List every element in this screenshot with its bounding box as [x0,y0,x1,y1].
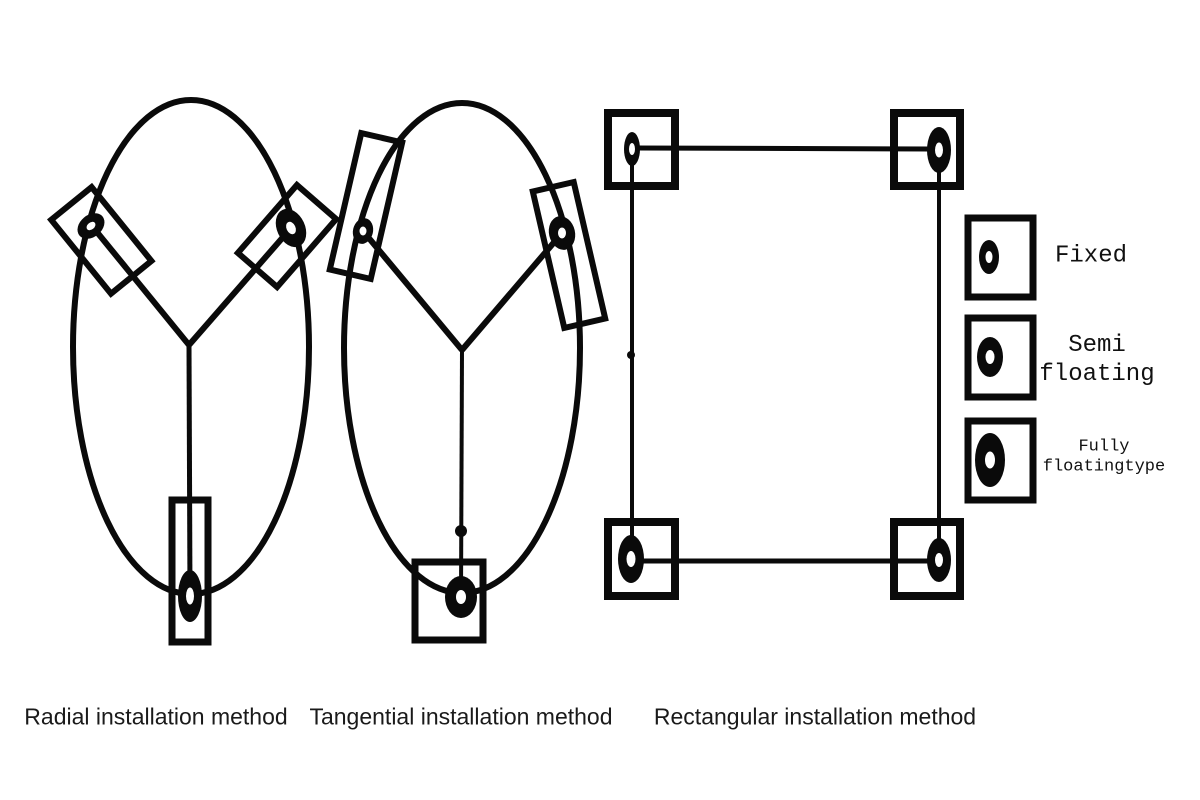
rect-bearing-hole-bottom-right-icon [927,538,951,582]
legend-box-semi-floating [964,314,1037,401]
rect-bearing-hole-top-left-icon [624,132,640,166]
tangential-balance-dot [455,525,467,537]
rect-mount-plate-bottom-left [604,518,679,600]
rect-mount-plate-top-left [604,109,679,190]
radial-spoke-upper-right [186,226,294,347]
legend-label-fixed: Fixed [1054,242,1127,270]
caption-radial-method: Radial installation method [24,703,288,730]
radial-bearing-hole-bottom-icon [178,570,202,622]
tangential-spoke-bottom [459,349,464,599]
tangential-mount-plate-upper-right [529,178,609,332]
radial-bearing-hole-upper-right-icon [275,208,307,248]
rect-connector-top [635,145,931,152]
medium-bearing-donut-icon [977,337,1003,377]
legend-box-fixed [964,214,1037,301]
rect-mount-plate-bottom-right [890,518,964,600]
caption-tangential-method: Tangential installation method [309,703,613,730]
radial-mount-plate-bottom [168,496,212,646]
radial-installation-diagram [46,97,341,646]
radial-mount-plate-upper-left [46,182,156,298]
radial-spoke-upper-left [89,224,192,347]
rect-left-line-dot [627,351,635,359]
rect-mount-plate-top-right [890,109,964,190]
tangential-mount-plate-upper-left [326,129,406,283]
legend-label-fully-floating: Fully floatingtype [1042,437,1166,477]
tangential-bearing-hole-bottom-icon [445,576,477,618]
tangential-bearing-hole-upper-right-icon [548,216,576,250]
legend-symbols [964,214,1037,504]
legend-box-fully-floating [964,417,1037,504]
tangential-mount-plate-bottom [411,558,487,644]
rect-bearing-hole-top-right-icon [927,127,951,173]
large-bearing-donut-icon [975,433,1005,487]
caption-rectangular-method: Rectangular installation method [653,703,977,730]
tangential-bearing-hole-upper-left-icon [352,218,374,244]
radial-mount-plate-upper-right [233,180,341,292]
tangential-installation-diagram [326,100,609,644]
rectangular-installation-diagram [604,109,964,600]
radial-spoke-bottom [186,344,193,601]
rect-bearing-hole-bottom-left-icon [618,535,644,583]
small-bearing-donut-icon [979,240,999,274]
radial-bearing-hole-upper-left-icon [77,213,105,239]
legend-label-semi-floating: Semi floating [1039,332,1155,388]
